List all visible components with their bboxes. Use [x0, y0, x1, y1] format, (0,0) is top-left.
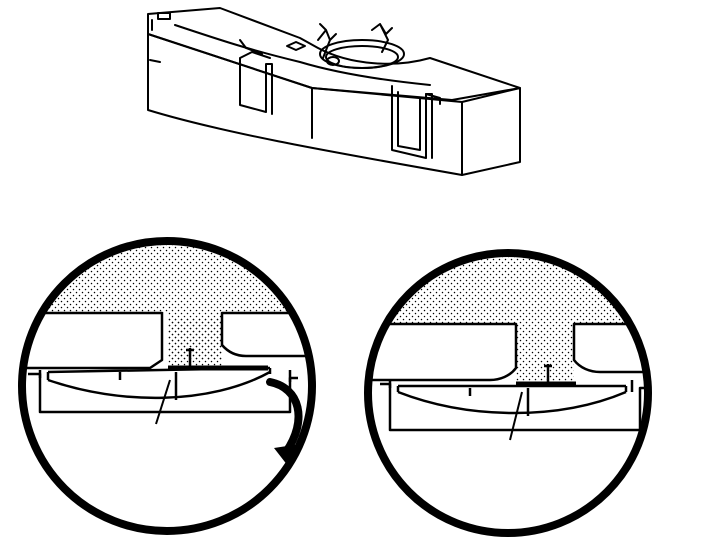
housing-front-face: [147, 33, 463, 176]
housing-top-slot: [157, 12, 171, 20]
detail-left-spring: [47, 366, 271, 400]
housing-clip-right: [371, 23, 393, 53]
housing-slot-right: [391, 85, 433, 159]
detail-left-tray: [28, 372, 298, 414]
detail-right-housing-profile: [368, 322, 518, 382]
detail-left-curved-arrow: [266, 378, 303, 456]
detail-right-tray: [380, 382, 648, 432]
housing-perspective-view: [147, 7, 521, 176]
detail-right-circle: [364, 249, 652, 537]
detail-left-disengage-arrow: [18, 237, 316, 535]
detail-left-housing-profile: [22, 311, 164, 370]
housing-top-face: [147, 7, 521, 101]
housing-end-face: [461, 87, 521, 176]
housing-clip-left: [317, 23, 337, 59]
detail-right-engaged: [364, 249, 652, 537]
detail-right-stipple: [368, 253, 648, 382]
housing-slot-left: [239, 51, 273, 115]
detail-left-circle: [18, 237, 316, 535]
housing-top-groove: [174, 24, 431, 86]
detail-right-spring: [397, 384, 627, 415]
